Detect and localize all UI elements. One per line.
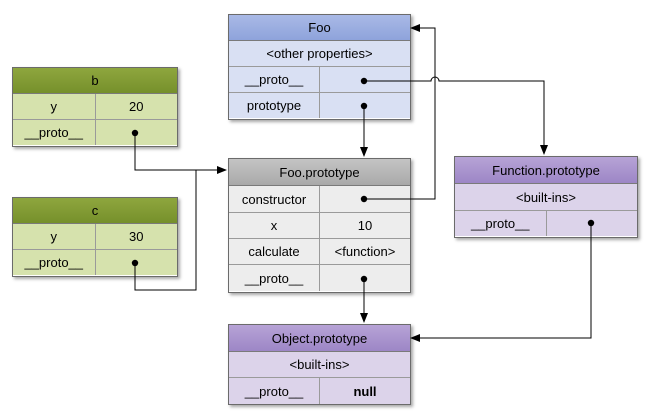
- foo-other-properties: <other properties>: [266, 46, 373, 61]
- foo-proto-dot: [360, 77, 368, 85]
- foo-prototype-proto-dot: [360, 275, 368, 283]
- c-y-label: y: [50, 229, 58, 244]
- b-proto-arrow: [134, 133, 227, 174]
- foo-prototype-title: Foo.prototype: [229, 159, 410, 186]
- b-y-value: 20: [94, 94, 178, 119]
- foo-prototype-dot: [360, 102, 368, 110]
- b-proto-pointer: [94, 120, 178, 145]
- c-y-row: y 30: [13, 224, 177, 250]
- b-proto-label: __proto__: [24, 125, 84, 140]
- c-title: c: [13, 198, 177, 224]
- foo-proto-label: __proto__: [244, 72, 304, 87]
- x-row: x 10: [229, 213, 410, 239]
- foo-prototype-row: prototype: [229, 93, 410, 118]
- foo-prototype-proto-row: __proto__: [229, 265, 410, 291]
- object-proto-label: __proto__: [244, 383, 304, 399]
- c-proto-row: __proto__: [13, 250, 177, 275]
- object-prototype-box: Object.prototype <built-ins> __proto__ n…: [228, 324, 411, 405]
- function-prototype-box: Function.prototype <built-ins> __proto__: [454, 156, 638, 238]
- foo-title: Foo: [229, 15, 410, 41]
- b-title: b: [13, 68, 177, 94]
- calculate-value: <function>: [319, 239, 410, 264]
- b-y-label: y: [50, 99, 58, 114]
- foo-proto-arrow: [364, 76, 548, 155]
- calculate-label: calculate: [248, 244, 300, 259]
- c-proto-label: __proto__: [24, 255, 84, 270]
- c-proto-pointer: [94, 250, 178, 275]
- function-proto-arrow: [410, 223, 592, 342]
- b-box: b y 20 __proto__: [12, 67, 178, 147]
- foo-proto-row: __proto__: [229, 67, 410, 93]
- function-prototype-title: Function.prototype: [455, 157, 637, 184]
- constructor-pointer: [319, 186, 410, 212]
- object-proto-null: null: [319, 378, 410, 404]
- function-proto-label: __proto__: [470, 216, 530, 231]
- b-y-row: y 20: [13, 94, 177, 120]
- constructor-label: constructor: [241, 191, 307, 207]
- foo-box: Foo <other properties> __proto__ prototy…: [228, 14, 411, 120]
- constructor-dot: [360, 195, 368, 203]
- foo-other-properties-row: <other properties>: [229, 41, 410, 67]
- object-proto-row: __proto__ null: [229, 378, 410, 404]
- x-value: 10: [319, 213, 410, 238]
- constructor-arrow: [364, 24, 436, 200]
- x-label: x: [270, 218, 278, 233]
- object-builtins: <built-ins>: [289, 357, 350, 372]
- c-box: c y 30 __proto__: [12, 197, 178, 277]
- b-proto-row: __proto__: [13, 120, 177, 145]
- foo-prototype-box: Foo.prototype constructor x 10 calculate…: [228, 158, 411, 293]
- c-proto-dot: [131, 259, 139, 267]
- c-proto-arrow: [134, 170, 197, 291]
- object-prototype-title: Object.prototype: [229, 325, 410, 352]
- function-builtins-row: <built-ins>: [455, 184, 637, 211]
- function-proto-dot: [587, 219, 595, 227]
- foo-prototype-label: prototype: [246, 98, 302, 113]
- foo-prototype-proto-pointer: [319, 265, 410, 291]
- object-builtins-row: <built-ins>: [229, 352, 410, 378]
- function-builtins: <built-ins>: [516, 189, 576, 205]
- calculate-row: calculate <function>: [229, 239, 410, 265]
- foo-proto-pointer: [319, 67, 410, 92]
- foo-prototype-proto-label: __proto__: [244, 270, 304, 286]
- foo-prototype-pointer: [319, 93, 410, 118]
- b-proto-dot: [131, 129, 139, 137]
- c-y-value: 30: [94, 224, 178, 249]
- function-proto-row: __proto__: [455, 211, 637, 236]
- function-proto-pointer: [545, 211, 638, 236]
